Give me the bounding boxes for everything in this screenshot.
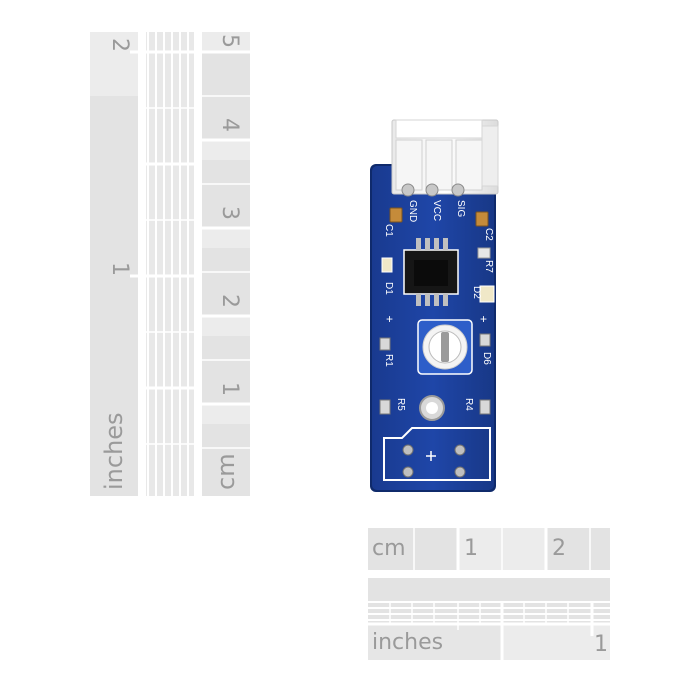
- horizontal-inches-unit-label: inches: [372, 630, 444, 655]
- label-r7: R7: [483, 260, 494, 273]
- vertical-cm-unit-label: cm: [212, 453, 240, 490]
- horizontal-cm-ruler-graphic: [368, 528, 610, 570]
- vertical-inches-unit-label: inches: [100, 412, 128, 490]
- pin-label-vcc: VCC: [431, 200, 442, 222]
- pin-label-sig: SIG: [455, 200, 466, 218]
- horizontal-cm-unit-label: cm: [372, 536, 406, 561]
- vertical-cm-mark-5: 5: [217, 34, 242, 48]
- vertical-cm-mark-1: 1: [217, 382, 242, 396]
- ic-chip: [403, 238, 459, 306]
- plus-mark-left: +: [386, 312, 394, 326]
- vertical-cm-ruler: 5 4 3 2 1 cm: [202, 32, 250, 496]
- vertical-cm-mark-3: 3: [217, 206, 242, 220]
- vertical-inches-ruler-graphic: [90, 32, 194, 496]
- label-r4: R4: [463, 398, 474, 411]
- plus-mark-right: +: [480, 312, 488, 326]
- vertical-inches-mark-2: 2: [107, 38, 132, 52]
- vertical-cm-mark-2: 2: [217, 294, 242, 308]
- label-r5: R5: [395, 398, 406, 411]
- vertical-cm-ruler-graphic: [202, 32, 250, 496]
- sensor-module-photo: GND VCC SIG C1 C2 R7 D1 D2 R1 D6 R5 R4 +…: [360, 110, 510, 500]
- horizontal-cm-ruler: cm 1 2: [368, 528, 610, 570]
- jst-connector: [391, 119, 499, 195]
- horizontal-inches-ruler-graphic: [368, 578, 610, 660]
- pin-label-gnd: GND: [407, 200, 418, 223]
- label-d1: D1: [383, 282, 394, 295]
- label-d2: D2: [471, 286, 482, 299]
- label-d6: D6: [481, 352, 492, 365]
- horizontal-inches-mark-1: 1: [594, 632, 608, 657]
- vertical-inches-mark-1: 1: [107, 262, 132, 276]
- potentiometer: [417, 319, 473, 375]
- pin-labels: GND VCC SIG C1 C2 R7 D1 D2 R1 D6 R5 R4 +…: [360, 110, 510, 500]
- label-c1: C1: [383, 224, 394, 237]
- vertical-cm-mark-4: 4: [217, 118, 242, 132]
- horizontal-cm-mark-1: 1: [464, 536, 478, 561]
- sensor-module-graphic: [370, 119, 499, 492]
- vertical-inches-ruler: 2 1 inches: [90, 32, 194, 496]
- label-c2: C2: [483, 228, 494, 241]
- horizontal-inches-ruler: inches 1: [368, 578, 610, 660]
- label-r1: R1: [383, 354, 394, 367]
- horizontal-cm-mark-2: 2: [552, 536, 566, 561]
